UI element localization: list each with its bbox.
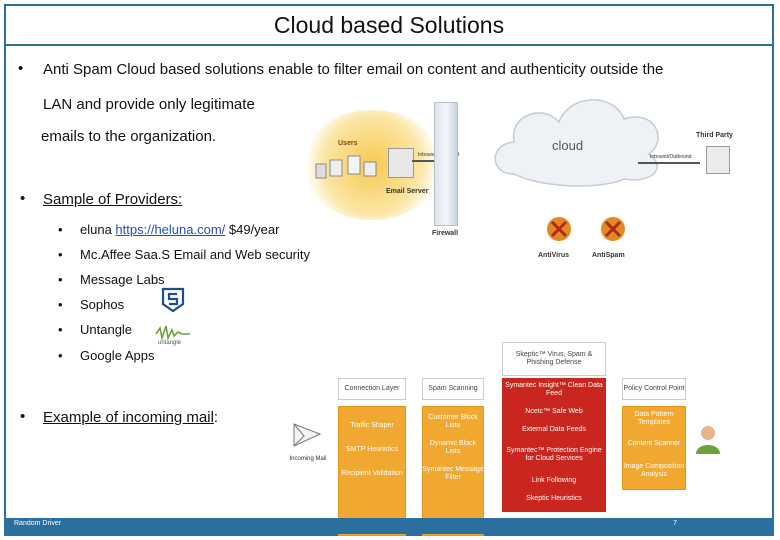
provider-price: $49/year (225, 222, 280, 237)
inbound-outbound-right: Inbound/Outbound (650, 154, 692, 160)
col1-panel (338, 406, 406, 536)
email-server-icon (388, 148, 414, 178)
left-arrow-line (412, 160, 452, 162)
users-computers-icon (315, 155, 377, 179)
col2-header: Spam Scanning (422, 378, 484, 400)
red-item: Link Following (531, 477, 577, 485)
slide: Cloud based Solutions • Anti Spam Cloud … (4, 4, 774, 536)
col2-item: Symantec Message Filter (422, 466, 484, 481)
red-item: External Data Feeds (522, 426, 586, 434)
red-item: Symantec Insight™ Clean Data Feed (505, 382, 603, 397)
users-label: Users (338, 140, 358, 147)
mail-flow-diagram: Incoming Mail Connection Layer Traffic S… (286, 336, 726, 536)
bullet1-line2: LAN and provide only legitimate (43, 96, 255, 113)
provider-name: Mc.Affee Saa.S Email and Web security (80, 247, 311, 262)
page-number: 7 (673, 520, 677, 527)
skeptic-header: Skeptic™ Virus, Spam & Phishing Defense (502, 342, 606, 376)
page-title: Cloud based Solutions (6, 6, 772, 46)
col1-item: Traffic Shaper (350, 422, 394, 430)
cloud-icon (494, 99, 659, 187)
col2-item: Customer Block Lists (428, 414, 478, 429)
red-panel (502, 378, 606, 512)
incoming-mail-label: Incoming Mail (289, 456, 327, 462)
bullet-dot: • (20, 190, 26, 207)
untangle-logo-icon: untangle (155, 325, 190, 346)
footer-bar: Random Driver 7 (6, 518, 772, 534)
envelope-icon (293, 423, 322, 447)
col4-item: Data Pattern Templates (634, 411, 674, 426)
antivirus-label: AntiVirus (538, 252, 569, 259)
bullet1-line3: emails to the organization. (41, 128, 217, 145)
provider-name: Untangle (80, 322, 133, 337)
third-party-server-icon (706, 146, 730, 174)
col1-item: Recipient Validation (341, 470, 403, 478)
red-item: Skeptic Heuristics (526, 495, 582, 503)
svg-text:untangle: untangle (158, 340, 182, 346)
col1-header: Connection Layer (338, 378, 406, 400)
bullet-dot: • (20, 408, 26, 425)
col2-panel (422, 406, 484, 536)
sophos-logo-icon (161, 287, 185, 313)
provider-name: Sophos (80, 297, 125, 312)
col4-header: Policy Control Point (622, 378, 686, 400)
col2-item: Dynamic Block Lists (429, 440, 477, 455)
firewall-wall (434, 102, 458, 226)
antispam-icon (601, 217, 625, 241)
bullet-dot: • (18, 60, 24, 77)
footer-author: Random Driver (14, 520, 62, 527)
example-colon: : (213, 409, 219, 426)
third-party-label: Third Party (696, 132, 733, 139)
col1-item: SMTP Heuristics (346, 446, 398, 454)
example-heading: Example of incoming mail (43, 409, 214, 426)
heluna-link[interactable]: https://heluna.com/ (115, 222, 226, 237)
firewall-label: Firewall (432, 230, 459, 237)
email-server-label: Email Server (386, 188, 429, 195)
col4-item: Content Scanner (627, 440, 681, 448)
provider-name: Message Labs (80, 272, 165, 287)
col4-item: Image Composition Analysis (623, 463, 685, 478)
red-item: Ncetc™ Safe Web (525, 408, 583, 416)
provider-name: Google Apps (80, 348, 155, 363)
cloud-label: cloud (552, 138, 584, 153)
cloud-diagram: Users Email Server Inbound/Outbound Fire… (294, 82, 764, 272)
col4-panel (622, 406, 686, 490)
red-item: Symantec™ Protection Engine for Cloud Se… (506, 447, 602, 462)
example-heading-wrap: Example of incoming mail: (43, 409, 218, 426)
recipient-person-icon (696, 426, 720, 454)
providers-heading: Sample of Providers: (43, 191, 183, 208)
right-arrow-line (638, 162, 700, 164)
antivirus-icon (547, 217, 571, 241)
sub-bullet: • (58, 222, 63, 237)
provider-name: eluna (80, 222, 116, 237)
bullet1-line1: Anti Spam Cloud based solutions enable t… (43, 61, 664, 78)
antispam-label: AntiSpam (592, 252, 625, 259)
